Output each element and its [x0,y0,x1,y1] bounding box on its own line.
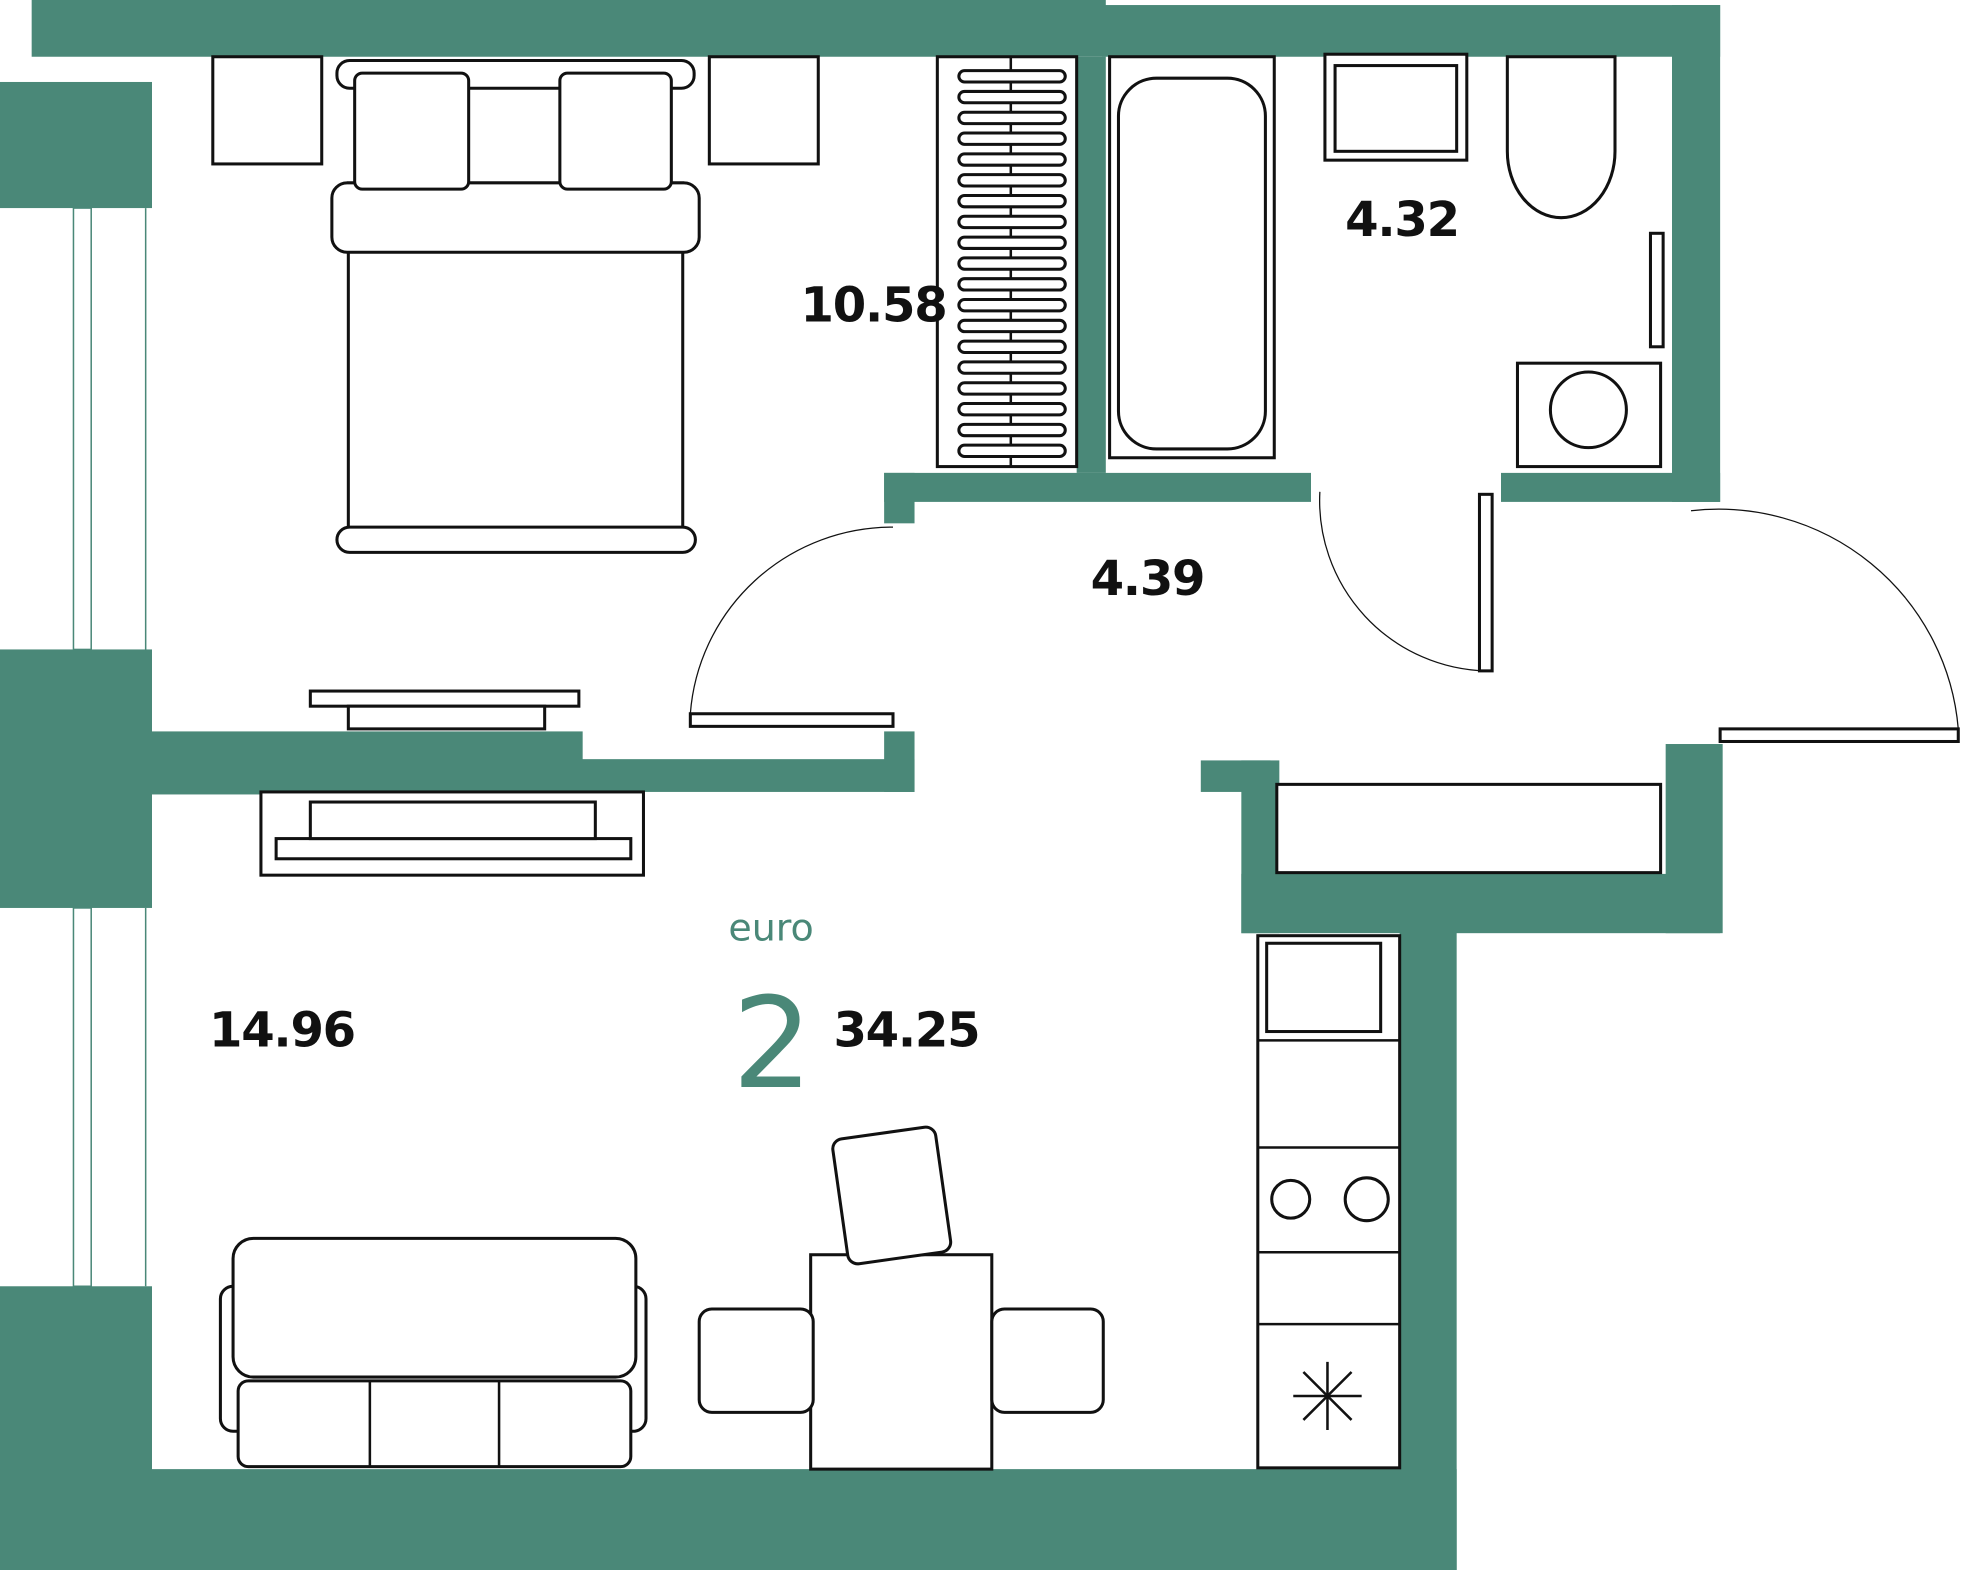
hanger [957,110,1067,126]
entrance-door [1718,727,1960,744]
hallway-area: 4.39 [1091,551,1205,607]
closet [1275,782,1663,875]
hanger [957,214,1067,230]
walls [0,0,1723,1570]
hanger [957,256,1067,271]
hanger [957,339,1067,354]
bathroom-door [1477,492,1494,673]
hanger [957,297,1067,313]
hanger [957,402,1067,417]
hanger [957,318,1067,334]
hanger [957,235,1067,250]
chair [697,1307,815,1414]
bathroom-area: 4.32 [1345,192,1459,248]
tv-stand-bedroom [308,689,581,708]
pillow [353,71,471,191]
toilet [1505,55,1617,220]
hanger [957,193,1067,209]
chair [990,1307,1105,1414]
snowflake-icon [1293,1361,1362,1431]
furniture [211,52,1665,1471]
hanger [957,173,1067,188]
total-area: 34.25 [833,1003,979,1059]
rooms-count: 2 [732,970,813,1117]
hanger [957,152,1067,167]
apartment-type-label: euro [728,906,813,950]
hob-burner [1270,1178,1312,1220]
windows [72,207,147,1288]
hanger [957,131,1067,146]
nightstand-left [211,55,324,166]
hanger [957,69,1067,84]
hanger [957,381,1067,396]
living-area: 14.96 [209,1003,355,1059]
bedroom-area: 10.58 [801,278,947,334]
doors [688,491,1960,744]
nightstand-right [707,55,820,166]
dining-table [809,1253,994,1471]
hanger [957,360,1067,375]
hanger [957,443,1067,459]
towel-rail [1648,231,1665,349]
bedroom-door [688,712,895,728]
pillow [558,71,673,191]
hanger [957,277,1067,292]
hanger [957,89,1067,105]
chair [831,1125,953,1266]
hob-burner [1343,1176,1390,1223]
hanger [957,422,1067,438]
